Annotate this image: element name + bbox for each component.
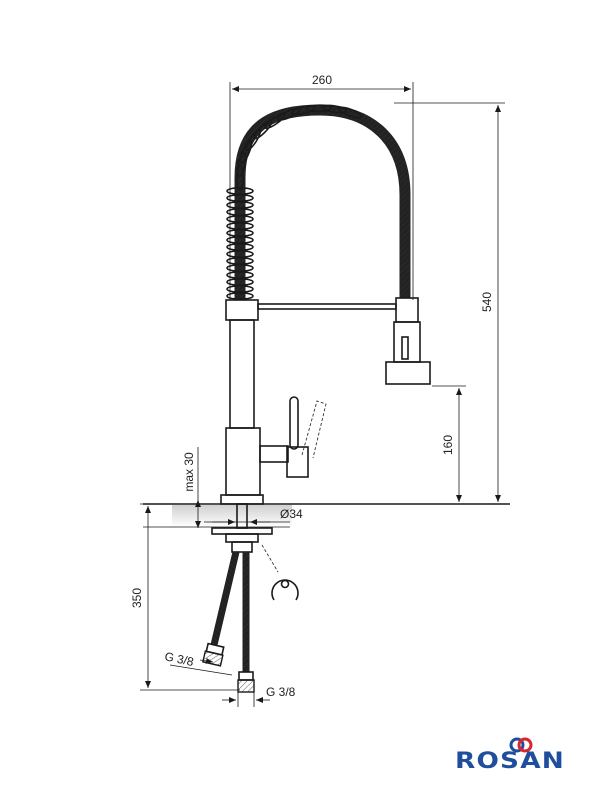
thread-left-label: G 3/8 (163, 649, 195, 669)
spray-head (385, 297, 431, 385)
spring-coil (322, 104, 348, 114)
thread-left-dimension: G 3/8 (163, 649, 233, 676)
thread-bottom-label: G 3/8 (266, 685, 296, 699)
spring-coils (226, 104, 363, 300)
spring-coil (253, 119, 273, 140)
faucet-body (220, 299, 397, 505)
spout-height-label: 160 (441, 435, 455, 455)
spring-coil (239, 139, 253, 164)
hose-length-label: 350 (130, 588, 144, 608)
spring-coil (337, 106, 363, 119)
dimension-hose-length: 350 (130, 503, 240, 691)
spring-coil (236, 152, 247, 178)
rosan-logo: ROSAN (455, 737, 565, 774)
countertop (143, 503, 510, 528)
spring-coil (306, 104, 332, 113)
height-label: 540 (480, 292, 494, 312)
spring-coil (264, 112, 286, 130)
spring-coil (226, 187, 254, 196)
spring-coil (276, 107, 301, 121)
thread-bottom-dimension: G 3/8 (222, 685, 296, 707)
brand-name: ROSAN (455, 749, 565, 774)
max-thickness-label: max 30 (182, 452, 196, 492)
spring-spout (226, 104, 411, 300)
spring-coil (245, 129, 262, 152)
width-label: 260 (312, 73, 332, 87)
hole-diameter-label: Ø34 (280, 507, 303, 521)
spring-coil (236, 165, 245, 191)
supply-hoses (202, 551, 255, 693)
dimension-spout-height: 160 (432, 385, 466, 502)
mounting-hardware (211, 503, 299, 601)
spring-coil (291, 105, 317, 116)
dimension-max-thickness: max 30 (182, 447, 201, 528)
